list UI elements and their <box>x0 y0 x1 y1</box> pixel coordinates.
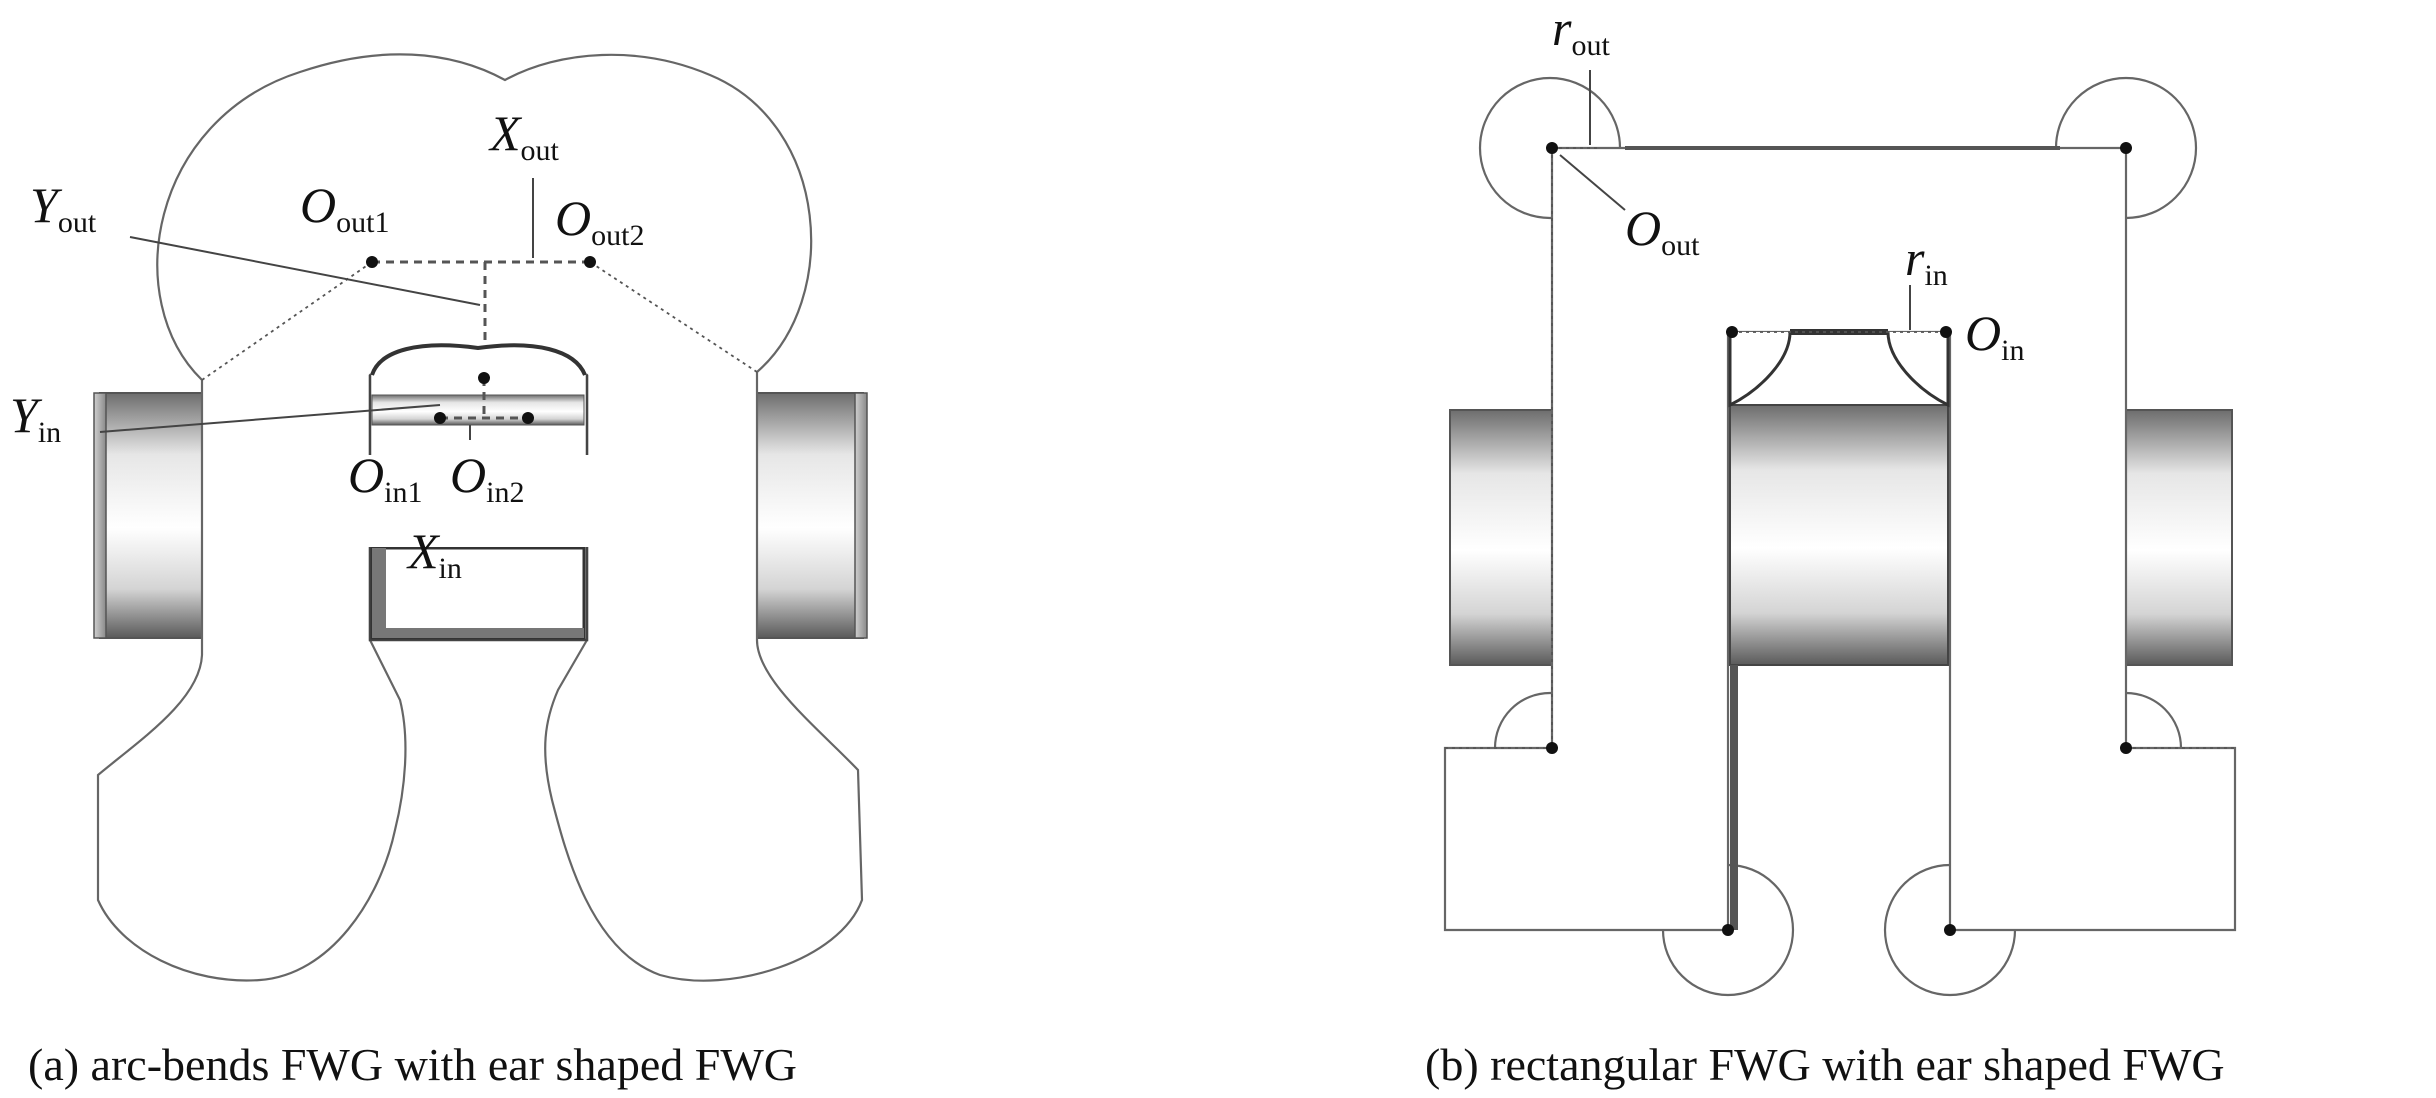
label-o-in2: Oin2 <box>450 447 524 509</box>
o-out-leader <box>1559 154 1626 211</box>
panel-b-diagram: rout Oout rin Oin (b) rectangular FWG wi… <box>1425 0 2237 1090</box>
inner-cylinder-b <box>1729 404 1949 666</box>
inner-ear-top-b <box>1728 331 1950 408</box>
y-out-leader <box>129 236 481 306</box>
o-in2-point <box>522 412 534 424</box>
label-r-in: rin <box>1905 230 1948 292</box>
label-y-out: Yout <box>30 177 97 239</box>
gap-a <box>360 455 600 547</box>
arc-bend-flexure-body <box>96 53 864 982</box>
y-in-point <box>478 372 490 384</box>
label-r-out: rout <box>1552 0 1610 62</box>
inner-slot-shade-b <box>1730 665 1738 930</box>
bottom-left-point-b <box>1722 924 1734 936</box>
o-in1-point <box>434 412 446 424</box>
left-cylinder-end-a <box>93 392 107 639</box>
mid-left-point-b <box>1546 742 1558 754</box>
inner-ear-top-a <box>370 343 587 376</box>
label-o-in1: Oin1 <box>348 447 422 509</box>
inner-left-point-b <box>1726 326 1738 338</box>
lower-window-bottom-a <box>372 628 584 638</box>
mid-right-point-b <box>2120 742 2132 754</box>
o-out2-point <box>584 256 596 268</box>
label-x-in: Xin <box>406 523 462 585</box>
left-cylinder-a <box>99 392 203 639</box>
label-o-out1: Oout1 <box>300 177 389 239</box>
right-cylinder-a <box>754 392 864 639</box>
y-in-leader <box>99 404 441 433</box>
lower-window-a <box>370 546 586 640</box>
lower-window-shade-a <box>372 548 386 638</box>
label-o-out: Oout <box>1625 200 1700 262</box>
label-y-in: Yin <box>10 387 61 449</box>
inner-cylinder-a <box>371 394 585 426</box>
caption-b: (b) rectangular FWG with ear shaped FWG <box>1425 1039 2225 1090</box>
label-x-out: Xout <box>488 105 560 167</box>
label-o-out2: Oout2 <box>555 190 644 252</box>
bottom-right-point-b <box>1944 924 1956 936</box>
o-out-point-b <box>1546 142 1558 154</box>
caption-a: (a) arc-bends FWG with ear shaped FWG <box>28 1039 797 1090</box>
o-in-point-b <box>1940 326 1952 338</box>
top-right-point-b <box>2120 142 2132 154</box>
construction-line-right-a <box>589 261 758 373</box>
label-o-in: Oin <box>1965 305 2024 367</box>
o-out1-point <box>366 256 378 268</box>
left-cylinder-b <box>1449 409 1553 666</box>
right-cylinder-end-a <box>854 392 868 639</box>
right-cylinder-b <box>2125 409 2233 666</box>
panel-a-diagram: Xout Yout Oout1 Oout2 Yin Oin1 Oin2 Xin … <box>10 53 868 1090</box>
